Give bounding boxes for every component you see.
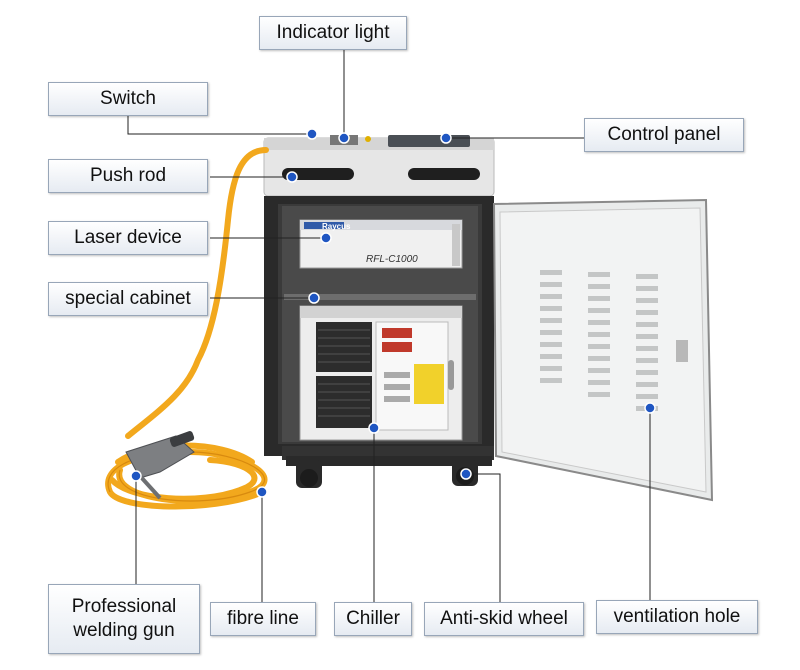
label-push-rod-text: Push rod — [89, 165, 167, 187]
label-switch: Switch — [48, 82, 208, 116]
dot-special-cabinet — [308, 292, 320, 304]
dot-control-panel — [440, 132, 452, 144]
door-vents — [540, 270, 658, 411]
label-indicator-light: Indicator light — [259, 16, 407, 50]
leader-lines — [127, 48, 651, 602]
label-special-cabinet-text: special cabinet — [65, 288, 191, 310]
laser-model-text: RFL-C1000 — [366, 254, 418, 265]
dot-welding-gun — [130, 470, 142, 482]
push-rod-handle-left — [282, 168, 354, 180]
dot-ventilation-hole — [644, 402, 656, 414]
dot-laser-device — [320, 232, 332, 244]
label-chiller-text: Chiller — [346, 608, 400, 630]
label-ventilation-hole: ventilation hole — [596, 600, 758, 634]
label-welding-gun-line2: welding gun — [73, 620, 175, 641]
chiller — [299, 305, 463, 441]
label-special-cabinet: special cabinet — [48, 282, 208, 316]
label-control-panel: Control panel — [584, 118, 744, 152]
chiller-grille — [318, 329, 370, 417]
leader-dots — [130, 128, 656, 498]
label-laser-device: Laser device — [48, 221, 208, 255]
dot-switch — [306, 128, 318, 140]
label-chiller: Chiller — [334, 602, 412, 636]
dot-anti-skid-wheel — [460, 468, 472, 480]
laser-brand-text: Raycus — [322, 222, 351, 231]
label-fibre-line: fibre line — [210, 602, 316, 636]
dot-indicator-light — [338, 132, 350, 144]
welding-gun — [125, 431, 195, 500]
label-welding-gun: Professional welding gun — [48, 584, 200, 654]
label-control-panel-text: Control panel — [607, 124, 721, 146]
label-anti-skid-wheel-text: Anti-skid wheel — [440, 608, 568, 630]
laser-device — [299, 219, 463, 269]
label-anti-skid-wheel: Anti-skid wheel — [424, 602, 584, 636]
label-indicator-light-text: Indicator light — [276, 22, 390, 44]
label-switch-text: Switch — [100, 88, 156, 110]
dot-chiller — [368, 422, 380, 434]
dot-push-rod — [286, 171, 298, 183]
label-laser-device-text: Laser device — [74, 227, 182, 249]
dot-fibre-line — [256, 486, 268, 498]
label-ventilation-hole-text: ventilation hole — [613, 606, 741, 628]
label-push-rod: Push rod — [48, 159, 208, 193]
cabinet-door — [492, 198, 714, 502]
label-welding-gun-line1: Professional — [71, 596, 177, 618]
push-rod-handle-right — [408, 168, 480, 180]
label-fibre-line-text: fibre line — [227, 608, 299, 630]
